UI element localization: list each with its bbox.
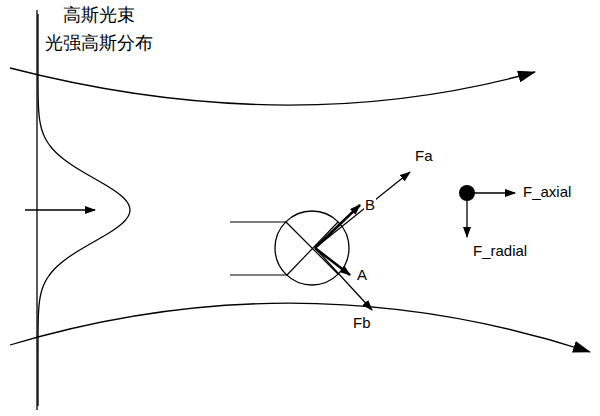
axial-force-arrow <box>467 192 515 193</box>
beam-title: 高斯光束 <box>62 4 136 26</box>
force-arrow <box>315 172 410 248</box>
force-label: F_axial <box>522 183 572 201</box>
ray-line <box>230 274 287 275</box>
intensity-arrow <box>25 209 95 210</box>
profile-title: 光强高斯分布 <box>44 32 154 54</box>
ray-line <box>230 221 286 222</box>
beam-upper-edge <box>10 68 535 105</box>
particle-sphere <box>275 211 349 285</box>
force-label: F_radial <box>472 242 528 260</box>
radial-force-arrow <box>466 193 467 237</box>
force-label: Fb <box>352 314 372 332</box>
refracted-ray <box>287 222 338 275</box>
force-arrow <box>315 248 350 275</box>
force-label: B <box>364 196 376 214</box>
force-arrow <box>315 248 372 310</box>
force-label: Fa <box>414 147 434 165</box>
refracted-ray <box>286 222 338 274</box>
force-label: A <box>356 266 368 284</box>
beam-lower-edge <box>10 303 590 352</box>
force-arrow <box>315 205 360 248</box>
